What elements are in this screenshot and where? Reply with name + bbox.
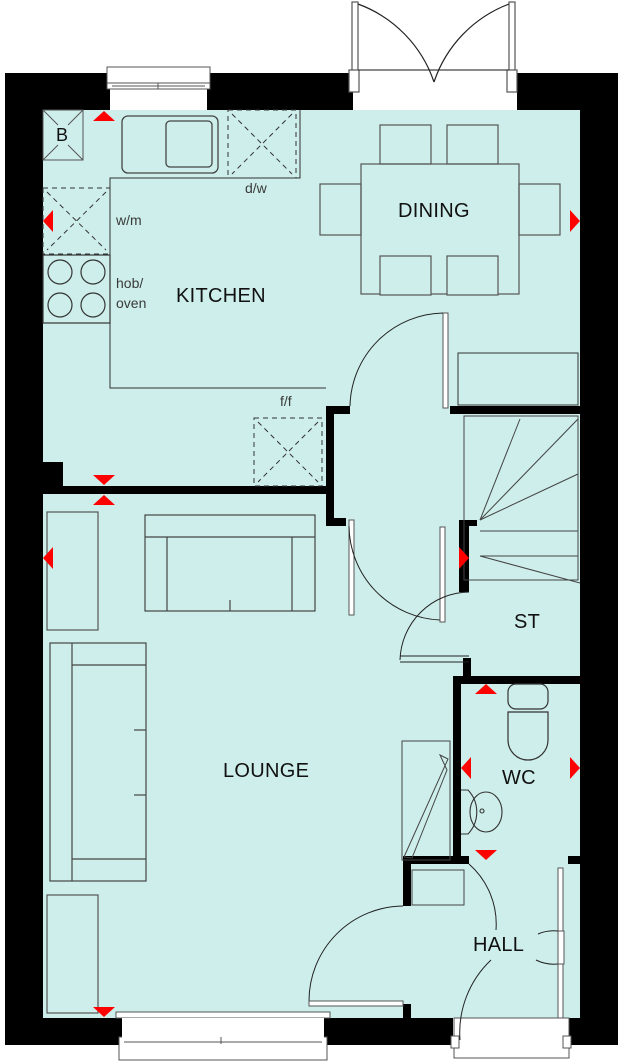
hob-oven-label: hob/ oven: [116, 275, 147, 311]
fridge-freezer: [253, 417, 323, 487]
kitchen-sink: [121, 115, 219, 174]
wc-door[interactable]: [468, 863, 497, 931]
store-door[interactable]: [399, 526, 470, 663]
hall-side-door[interactable]: [535, 867, 565, 1019]
room-label-store: ST: [514, 611, 541, 633]
lounge-side-unit-bottom: [46, 894, 99, 1014]
basin: [461, 789, 503, 835]
dishwasher-label: d/w: [245, 180, 267, 196]
dining-sideboard: [457, 352, 579, 406]
room-label-dining: DINING: [398, 200, 470, 222]
lounge-window: [115, 1011, 331, 1061]
room-label-lounge: LOUNGE: [223, 760, 310, 782]
fridge-freezer-label: f/f: [280, 393, 292, 409]
room-label-kitchen: KITCHEN: [176, 285, 266, 307]
lounge-sofa-top: [144, 514, 316, 612]
dishwasher: [227, 109, 297, 179]
washing-machine-label: w/m: [116, 212, 142, 228]
lounge-sofa-left: [49, 642, 147, 882]
room-label-hall: HALL: [473, 934, 525, 956]
kitchen-window: [106, 66, 211, 90]
front-door-frame: [450, 1017, 572, 1059]
dining-french-doors[interactable]: [348, 1, 518, 93]
front-door[interactable]: [459, 959, 492, 1041]
lounge-door[interactable]: [308, 905, 404, 1007]
lounge-side-unit-top: [46, 511, 99, 631]
tv-unit: [401, 740, 451, 861]
room-label-wc: WC: [502, 767, 536, 789]
boiler: [42, 109, 84, 161]
hall-cupboard: [411, 869, 465, 906]
floor-area: [43, 110, 580, 1018]
kitchen-door[interactable]: [348, 312, 449, 621]
hob: [42, 254, 111, 324]
boiler-label: B: [56, 125, 69, 145]
red-markers: [43, 111, 580, 1017]
staircase: [463, 415, 581, 584]
toilet: [507, 683, 549, 761]
washing-machine: [42, 187, 111, 255]
dining-table: [319, 124, 561, 296]
